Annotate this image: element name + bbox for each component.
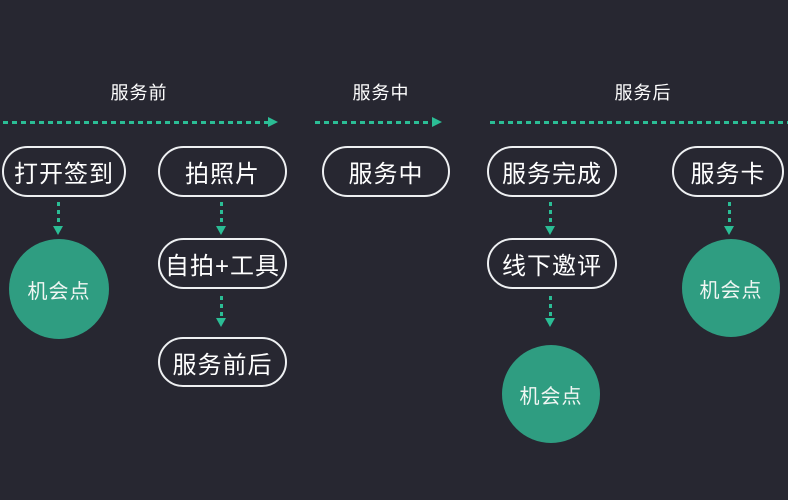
circle-opportunity-post-card: 机会点 <box>682 239 780 337</box>
node-selfie-tools: 自拍+工具 <box>158 238 287 289</box>
node-service-before-after: 服务前后 <box>158 337 287 387</box>
pre-service-arrowhead-icon <box>268 117 278 127</box>
node-service-card: 服务卡 <box>672 146 784 197</box>
node-offline-review-invite: 线下邀评 <box>487 238 617 289</box>
in-service-arrowhead-icon <box>432 117 442 127</box>
connector-take-photo-arrowhead-icon <box>216 226 226 235</box>
circle-opportunity-post-main: 机会点 <box>502 345 600 443</box>
node-take-photo: 拍照片 <box>158 146 287 197</box>
connector-offline-review-arrowhead-icon <box>545 318 555 327</box>
connector-service-card-arrowhead-icon <box>724 226 734 235</box>
connector-service-card-down <box>728 202 731 224</box>
node-open-checkin: 打开签到 <box>2 146 126 197</box>
connector-offline-review-down <box>549 296 552 318</box>
connector-service-complete-arrowhead-icon <box>545 226 555 235</box>
post-service-arrow-line <box>490 121 788 124</box>
phase-label-in-service: 服务中 <box>352 83 410 103</box>
node-service-complete: 服务完成 <box>487 146 617 197</box>
connector-selfie-tools-down <box>220 296 223 318</box>
connector-take-photo-down <box>220 202 223 224</box>
circle-opportunity-pre: 机会点 <box>9 239 109 339</box>
pre-service-arrow-line <box>0 121 268 124</box>
node-in-service: 服务中 <box>322 146 450 197</box>
connector-selfie-tools-arrowhead-icon <box>216 318 226 327</box>
in-service-arrow-line <box>315 121 432 124</box>
phase-label-post-service: 服务后 <box>614 83 672 103</box>
connector-open-checkin-down <box>57 202 60 224</box>
phase-label-pre-service: 服务前 <box>110 83 168 103</box>
connector-open-checkin-arrowhead-icon <box>53 226 63 235</box>
connector-service-complete-down <box>549 202 552 224</box>
